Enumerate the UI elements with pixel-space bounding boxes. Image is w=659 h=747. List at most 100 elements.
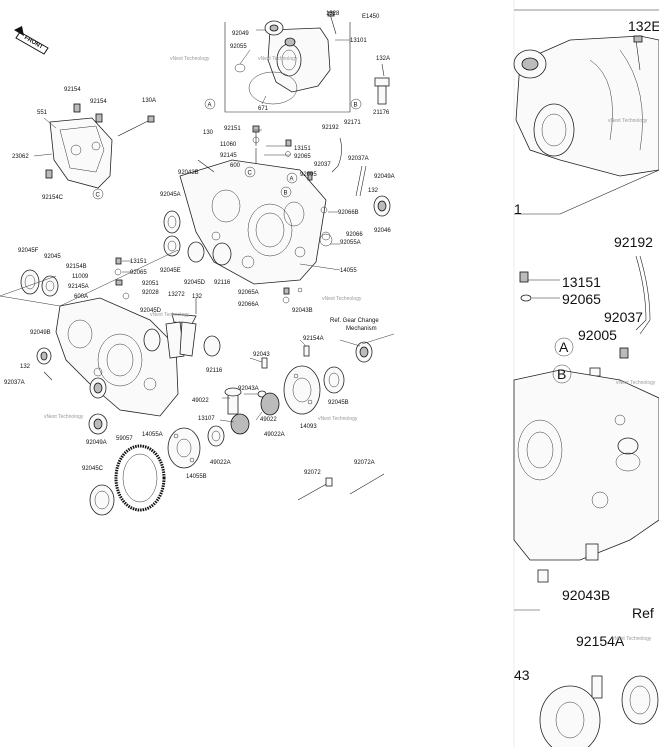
zoom-marker-b: B <box>552 364 572 384</box>
label-92051: 92051 <box>142 281 159 287</box>
svg-text:B: B <box>354 103 358 109</box>
label-21176: 21176 <box>373 110 390 116</box>
label-92066: 92066 <box>346 232 363 238</box>
label-92145a: 92145A <box>68 284 89 290</box>
label-92037a-upper: 92037A <box>348 156 369 162</box>
zoom-label-13151: 13151 <box>562 274 601 290</box>
label-11009: 11009 <box>72 274 89 280</box>
bracket-part <box>45 103 155 189</box>
cover-inset <box>224 11 351 113</box>
label-92055a: 92055A <box>340 240 361 246</box>
front-arrow-icon <box>14 26 49 55</box>
marker-b-circle-case: B <box>280 186 292 198</box>
label-92066b: 92066B <box>338 210 359 216</box>
label-92066a: 92066A <box>238 302 259 308</box>
label-130: 130 <box>203 130 214 136</box>
label-92049a-upper: 92049A <box>374 174 395 180</box>
zoom-label-43: 43 <box>514 667 530 683</box>
label-92045f: 92045F <box>18 248 39 254</box>
label-551: 551 <box>37 110 48 116</box>
upper-case-half <box>163 125 391 304</box>
label-92043: 92043 <box>253 352 270 358</box>
label-92065-lower: 92065 <box>130 270 147 276</box>
label-92045d-lower: 92045D <box>140 308 162 314</box>
svg-text:C: C <box>96 193 101 199</box>
label-49022-lower: 49022 <box>260 417 277 423</box>
sensor-part <box>374 63 390 105</box>
label-92045e: 92045E <box>160 268 181 274</box>
svg-text:A: A <box>290 177 294 183</box>
label-13151-lower: 13151 <box>130 259 147 265</box>
label-92046: 92046 <box>374 228 391 234</box>
watermark-2: vNext Technology <box>170 56 210 62</box>
svg-text:A: A <box>559 339 569 355</box>
zoom-label-92065: 92065 <box>562 291 601 307</box>
svg-text:A: A <box>208 103 212 109</box>
watermark-4: vNext Technology <box>150 312 190 318</box>
zoom-label-92005: 92005 <box>578 327 617 343</box>
label-92043b-mid: 92043B <box>292 308 313 314</box>
zoom-label-92154a: 92154A <box>576 633 625 649</box>
label-14055: 14055 <box>340 268 357 274</box>
label-92049b: 92049B <box>30 330 51 336</box>
marker-c-circle-case: C <box>244 166 256 178</box>
label-92005: 92005 <box>300 172 317 178</box>
label-14055a: 14055A <box>142 432 163 438</box>
label-92154-b: 92154 <box>90 99 107 105</box>
label-600a: 600A <box>74 294 88 300</box>
label-671: 671 <box>258 106 269 112</box>
label-11060: 11060 <box>220 142 237 148</box>
marker-b-circle: B <box>350 98 362 110</box>
label-132-left: 132 <box>20 364 31 370</box>
label-92045b: 92045B <box>328 400 349 406</box>
label-600: 600 <box>230 163 241 169</box>
label-92037a-lower: 92037A <box>4 380 25 386</box>
watermark-6: vNext Technology <box>318 416 358 422</box>
zoom-label-92043b: 92043B <box>562 587 610 603</box>
label-92045a: 92045A <box>160 192 181 198</box>
label-14093: 14093 <box>300 424 317 430</box>
svg-text:B: B <box>284 191 288 197</box>
zoom-label-92037: 92037 <box>604 309 643 325</box>
label-13151-upper: 13151 <box>294 146 311 152</box>
watermark-5: vNext Technology <box>44 414 84 420</box>
label-132a: 132A <box>376 56 390 62</box>
label-92171: 92171 <box>344 120 361 126</box>
label-92065-upper: 92065 <box>294 154 311 160</box>
label-92072a: 92072A <box>354 460 375 466</box>
label-92065a: 92065A <box>238 290 259 296</box>
label-49022a-lower: 49022A <box>210 460 231 466</box>
label-92154-a: 92154 <box>64 87 81 93</box>
label-92116-upper: 92116 <box>214 280 231 286</box>
watermark-3: vNext Technology <box>322 296 362 302</box>
ref-note-line2: Mechanism <box>346 326 377 332</box>
zoom-watermark-3: vNext Technology <box>612 636 652 642</box>
label-92043a: 92043A <box>238 386 259 392</box>
label-92043b-upper: 92043B <box>178 170 199 176</box>
label-132-lower: 132 <box>192 294 203 300</box>
zoom-label-1: 1 <box>514 201 522 217</box>
label-92154b: 92154B <box>66 264 87 270</box>
watermark-1: vNext Technology <box>258 56 298 62</box>
label-49022a-upper: 49022A <box>264 432 285 438</box>
label-92045c: 92045C <box>82 466 104 472</box>
label-13107: 13107 <box>198 416 215 422</box>
label-92037: 92037 <box>314 162 331 168</box>
zoom-crop <box>513 0 659 747</box>
zoom-label-ref: Ref <box>632 605 654 621</box>
label-92154c: 92154C <box>42 195 64 201</box>
label-92049a-lower: 92049A <box>86 440 107 446</box>
zoom-label-132e: 132E <box>628 18 659 34</box>
zoom-marker-a: A <box>554 337 574 357</box>
label-92116-lower: 92116 <box>206 368 223 374</box>
label-92045-lower: 92045 <box>44 254 61 260</box>
zoom-watermark-1: vNext Technology <box>608 118 648 124</box>
label-59057: 59057 <box>116 436 133 442</box>
lower-case-half <box>20 257 221 417</box>
label-130a: 130A <box>142 98 156 104</box>
label-92055: 92055 <box>230 44 247 50</box>
gear-cluster <box>88 333 395 516</box>
label-14055b: 14055B <box>186 474 207 480</box>
label-92154a: 92154A <box>303 336 324 342</box>
